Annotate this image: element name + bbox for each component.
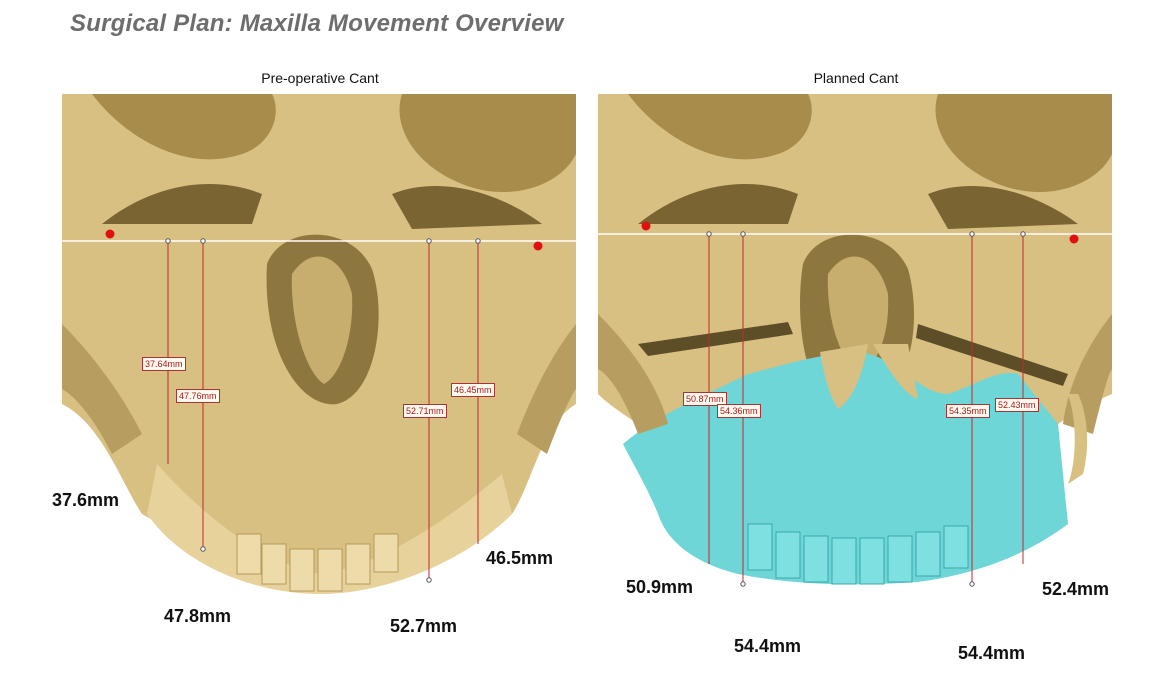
right-summary-2: 54.4mm bbox=[734, 636, 802, 656]
right-panel-caption: Planned Cant bbox=[813, 70, 899, 86]
right-orbit-left bbox=[935, 94, 1112, 193]
right-landmark-right bbox=[641, 221, 651, 231]
left-measure-tag-1: 37.64mm bbox=[142, 357, 186, 371]
right-orbit-right bbox=[628, 94, 812, 160]
page-title: Surgical Plan: Maxilla Movement Overview bbox=[70, 10, 564, 37]
right-measure-tag-4: 52.43mm bbox=[995, 398, 1039, 412]
right-landmark-left bbox=[1069, 234, 1079, 244]
right-measure-tag-1: 50.87mm bbox=[683, 392, 727, 406]
left-landmark-right bbox=[105, 229, 115, 239]
left-summary-4: 46.5mm bbox=[486, 548, 554, 568]
right-skull-render bbox=[598, 94, 1112, 587]
right-summary-4: 52.4mm bbox=[1042, 579, 1110, 599]
left-summary-2: 47.8mm bbox=[164, 606, 232, 626]
left-orbit-right bbox=[92, 94, 276, 160]
left-skull-render bbox=[62, 94, 576, 594]
right-summary-3: 54.4mm bbox=[958, 643, 1026, 663]
left-measure-tag-2: 47.76mm bbox=[176, 389, 220, 403]
left-summary-1: 37.6mm bbox=[52, 490, 120, 510]
left-landmark-left bbox=[533, 241, 543, 251]
left-skull-view bbox=[62, 94, 576, 594]
right-measure-tag-2: 54.36mm bbox=[717, 404, 761, 418]
right-skull-view bbox=[598, 94, 1112, 594]
left-panel-caption: Pre-operative Cant bbox=[261, 70, 379, 86]
left-measure-tag-4: 46.45mm bbox=[451, 383, 495, 397]
left-orbit-left bbox=[399, 94, 576, 193]
right-measure-tag-3: 54.35mm bbox=[946, 404, 990, 418]
right-summary-1: 50.9mm bbox=[626, 577, 694, 597]
left-summary-3: 52.7mm bbox=[390, 616, 458, 636]
left-measure-tag-3: 52.71mm bbox=[403, 404, 447, 418]
